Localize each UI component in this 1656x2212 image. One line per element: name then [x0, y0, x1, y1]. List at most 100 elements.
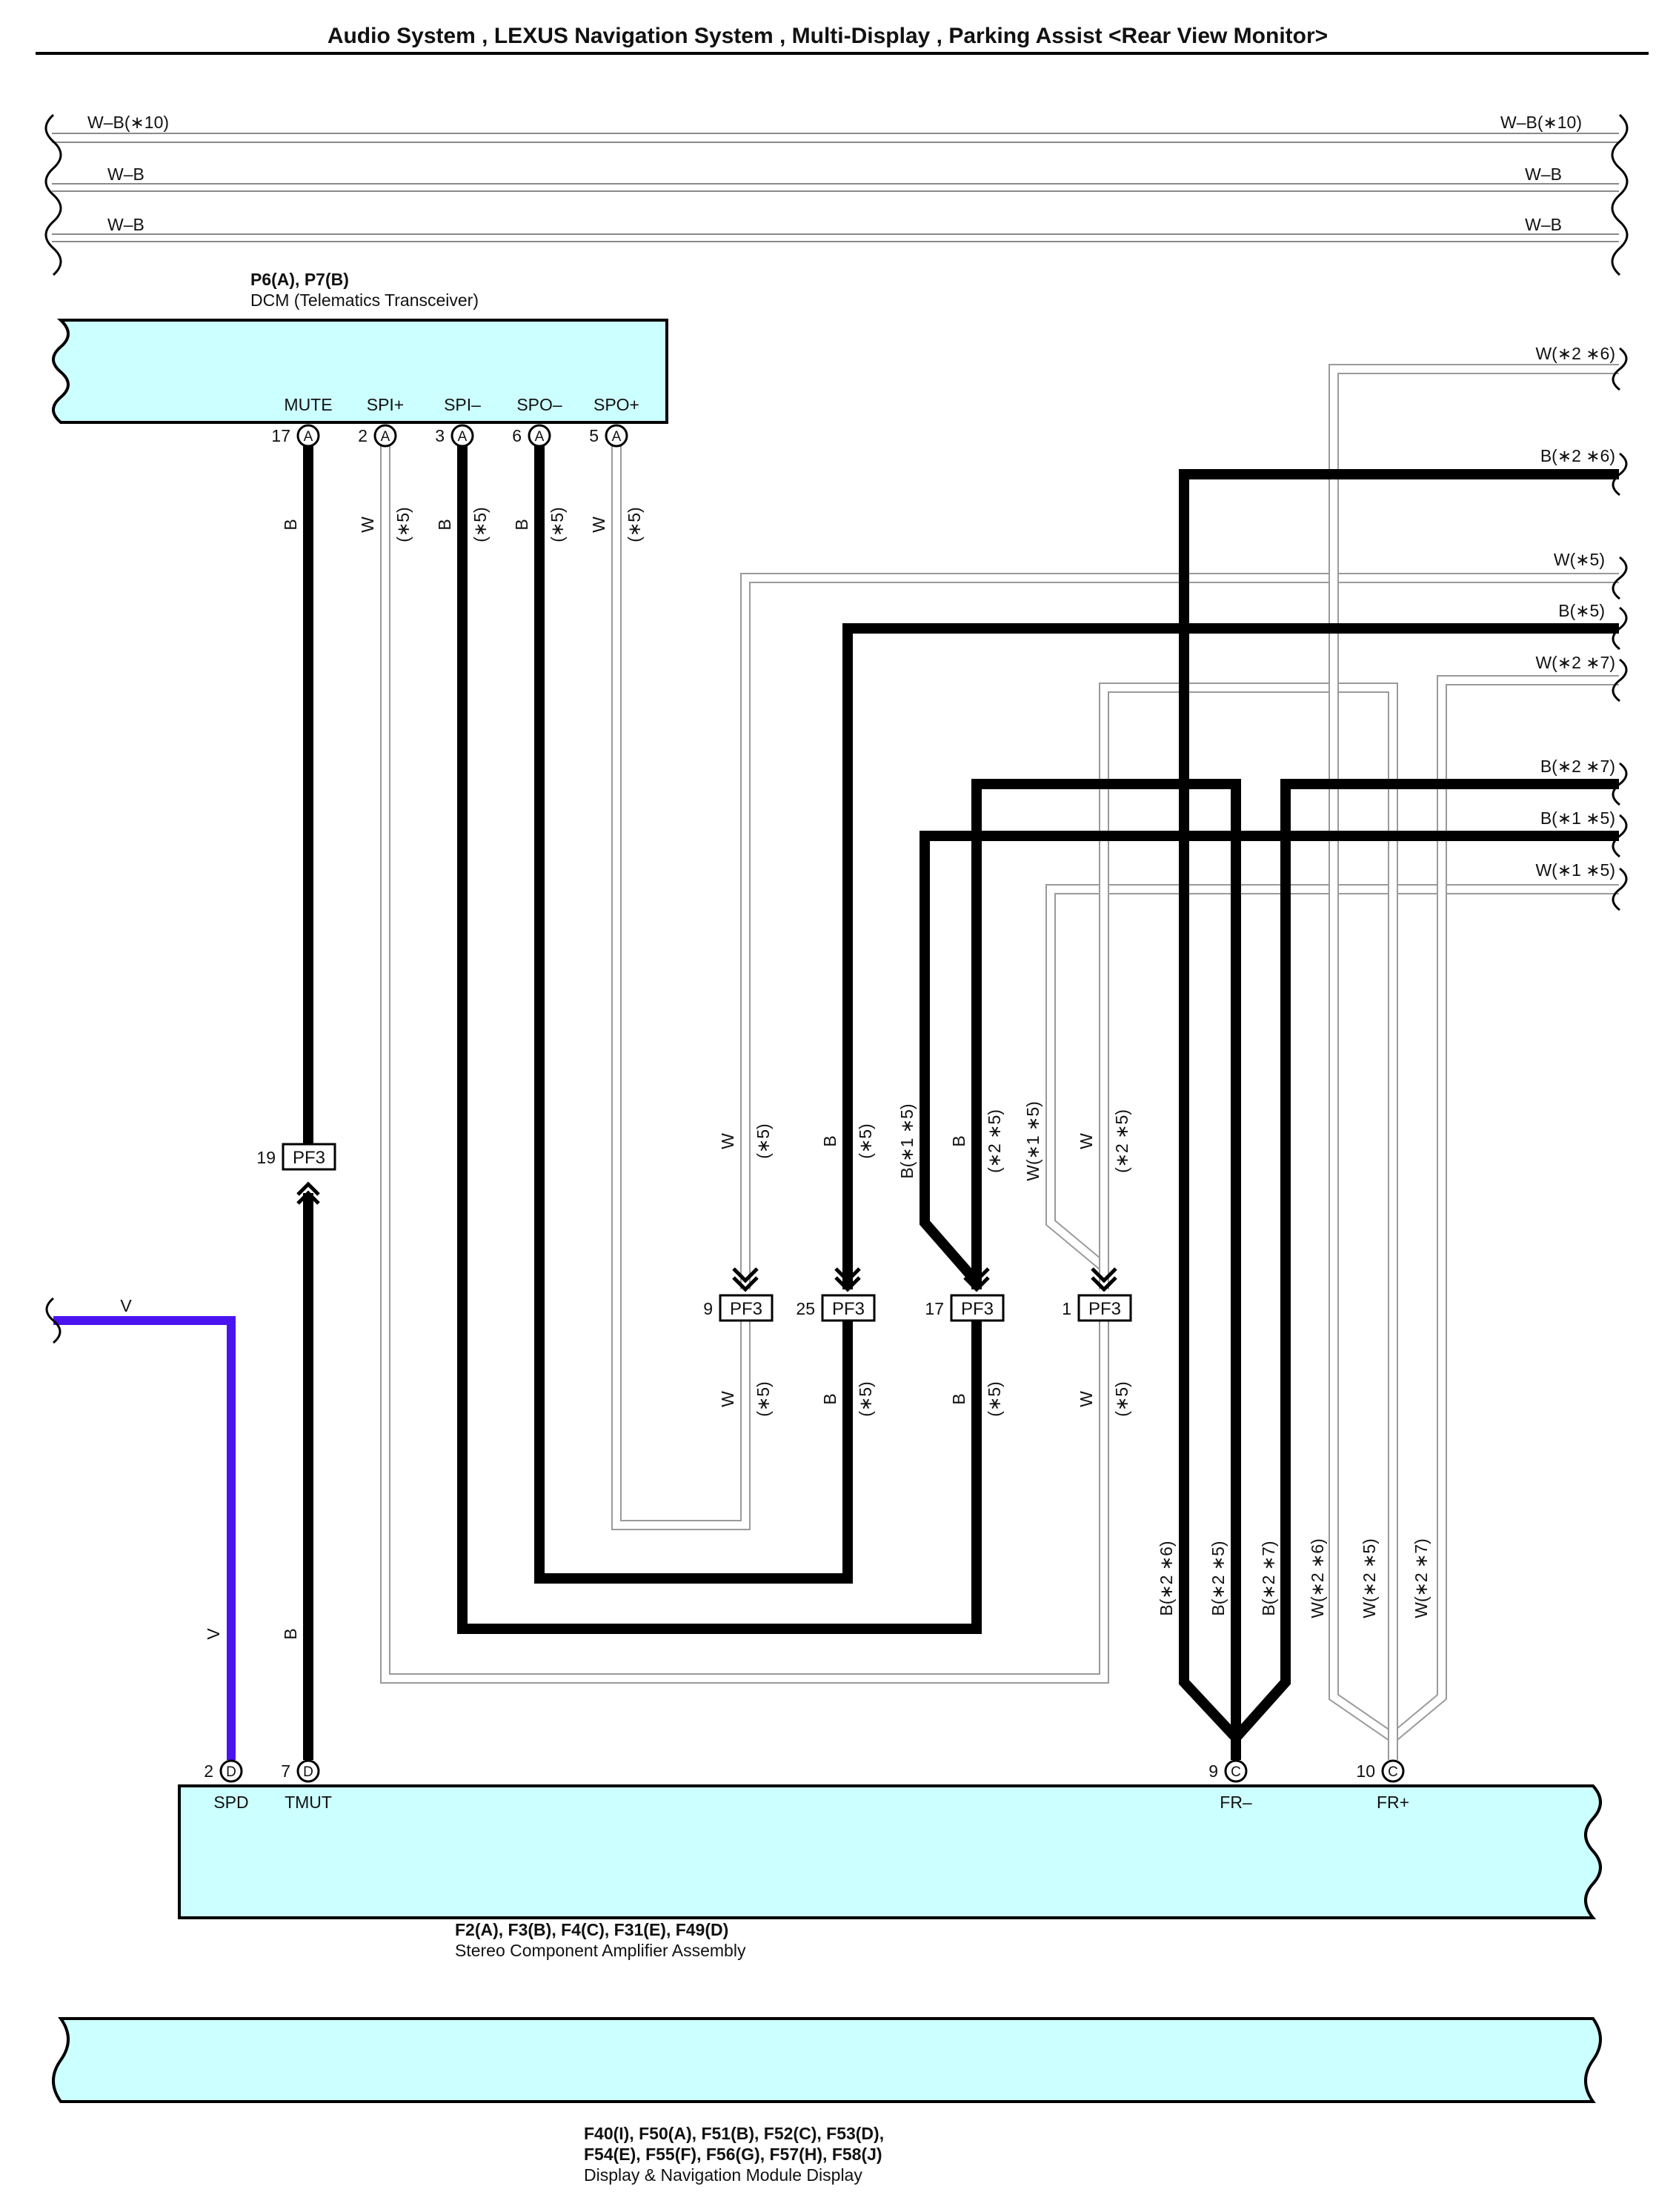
right-wire-label: B(∗2 ∗6) [1540, 446, 1615, 465]
wire-color-label: B(∗1 ∗5) [897, 1103, 917, 1178]
violet-wire-label: V [120, 1296, 132, 1315]
wire-spo-plus [611, 445, 751, 1530]
splice-boxes [282, 1143, 1132, 1322]
splice-chevrons [296, 1181, 1117, 1292]
amp-pin-num: 7 [281, 1761, 290, 1781]
fr-wire-label: W(∗2 ∗5) [1360, 1538, 1379, 1618]
amp-pin-label: FR+ [1377, 1793, 1409, 1812]
splice-name: PF3 [832, 1299, 865, 1319]
dcm-pin-label: MUTE [284, 395, 332, 414]
wire-color-label: B [949, 1135, 968, 1146]
wire-note-label: (∗5) [754, 1123, 773, 1158]
wire-w25-loop [1099, 682, 1398, 1713]
amp-pin-conn: D [303, 1764, 313, 1780]
wire-color-label: B [281, 519, 300, 530]
splice-name: PF3 [1088, 1299, 1121, 1319]
amp-terminals [219, 1759, 1405, 1783]
violet-wire-label: V [204, 1628, 223, 1640]
wire-color-label: W [1077, 1133, 1096, 1149]
wire-note-label: (∗5) [548, 507, 567, 542]
wire-color-label: B [281, 1628, 300, 1639]
amp-connectors: F2(A), F3(B), F4(C), F31(E), F49(D) [455, 1920, 728, 1939]
right-wire-label: B(∗1 ∗5) [1540, 808, 1615, 828]
amp-pin-label: FR– [1220, 1793, 1252, 1812]
wire-color-label: W [589, 517, 608, 533]
dcm-pin-conn: A [535, 429, 545, 445]
wire-color-label: B [820, 1393, 839, 1404]
wire-b5 [842, 623, 1619, 1289]
dcm-pin-label: SPO+ [593, 395, 639, 414]
wire-b25 [971, 779, 1241, 1738]
splice-num: 9 [703, 1299, 713, 1318]
right-wire-label: B(∗2 ∗7) [1540, 757, 1615, 776]
wire-note-label: (∗5) [625, 507, 644, 542]
dcm-pin-num: 3 [435, 426, 445, 445]
wire-color-label: B [512, 519, 531, 530]
right-wire-label: W(∗2 ∗7) [1535, 653, 1615, 672]
splice-num: 25 [796, 1299, 815, 1318]
ground-label-left: W–B [107, 165, 144, 184]
dcm-box [52, 319, 668, 424]
ground-label-left: W–B(∗10) [87, 113, 169, 132]
wire-note-label: (∗5) [985, 1381, 1004, 1416]
ground-label-right: W–B [1525, 165, 1562, 184]
diagram-title: Audio System , LEXUS Navigation System ,… [327, 24, 1328, 48]
wire-spo-minus [534, 445, 853, 1584]
dcm-pin-num: 5 [589, 426, 599, 445]
wire-color-label: B [820, 1135, 839, 1146]
ground-wire-breaks [44, 113, 1629, 276]
display-connectors: F54(E), F55(F), F56(G), F57(H), F58(J) [584, 2145, 882, 2164]
splice-num: 19 [256, 1148, 276, 1167]
wire-spi-minus [457, 445, 982, 1634]
amp-pin-label: SPD [213, 1793, 248, 1812]
violet-wire-break [45, 1297, 61, 1344]
wire-b27 [1231, 779, 1619, 1741]
fr-wire-label: B(∗2 ∗6) [1157, 1541, 1176, 1615]
dcm-pin-conn: A [381, 429, 390, 445]
dcm-name: DCM (Telematics Transceiver) [250, 290, 479, 310]
dcm-pin-conn: A [458, 429, 468, 445]
wire-color-label: W [718, 1391, 737, 1407]
display-connectors: F40(I), F50(A), F51(B), F52(C), F53(D), [584, 2124, 884, 2143]
splice-num: 1 [1062, 1299, 1071, 1318]
wire-color-label: B [949, 1393, 968, 1404]
ground-label-left: W–B [107, 215, 144, 234]
ground-wires [52, 133, 1619, 242]
wire-b15 [920, 831, 1619, 1286]
wire-note-label: (∗5) [754, 1381, 773, 1416]
amp-name: Stereo Component Amplifier Assembly [455, 1941, 746, 1960]
wire-note-label: (∗2 ∗5) [985, 1109, 1004, 1173]
wire-color-label: W [358, 517, 377, 533]
splice-name: PF3 [730, 1299, 762, 1319]
splice-name: PF3 [293, 1148, 325, 1168]
dcm-pin-label: SPI+ [367, 395, 405, 414]
wire-note-label: (∗5) [1112, 1381, 1131, 1416]
fr-wire-label: W(∗2 ∗6) [1308, 1538, 1327, 1618]
wire-b26 [1179, 469, 1619, 1741]
fr-wire-label: W(∗2 ∗7) [1411, 1538, 1431, 1618]
wire-color-label: W(∗1 ∗5) [1023, 1101, 1043, 1181]
dcm-pin-num: 17 [271, 426, 290, 445]
dcm-pin-label: SPO– [516, 395, 562, 414]
right-wire-label: W(∗2 ∗6) [1535, 344, 1615, 363]
wire-note-label: (∗5) [856, 1123, 875, 1158]
black-wires [303, 445, 1619, 1760]
wire-color-label: W [718, 1133, 737, 1149]
amp-pin-num: 2 [204, 1761, 213, 1781]
amp-pin-conn: C [1388, 1764, 1398, 1780]
white-wires [380, 364, 1619, 1760]
wire-color-label: B [435, 519, 454, 530]
splice-name: PF3 [961, 1299, 994, 1319]
right-wire-label: W(∗5) [1554, 550, 1605, 569]
amp-pin-conn: C [1231, 1764, 1241, 1780]
right-wire-label: W(∗1 ∗5) [1535, 860, 1615, 880]
dcm-connectors: P6(A), P7(B) [250, 270, 349, 289]
right-wire-breaks [1612, 347, 1628, 911]
ground-label-right: W–B [1525, 215, 1562, 234]
ground-label-right: W–B(∗10) [1500, 113, 1582, 132]
right-wire-label: B(∗5) [1558, 601, 1605, 620]
wire-note-label: (∗5) [856, 1381, 875, 1416]
amp-pin-num: 9 [1208, 1761, 1218, 1781]
dcm-pin-num: 6 [512, 426, 522, 445]
